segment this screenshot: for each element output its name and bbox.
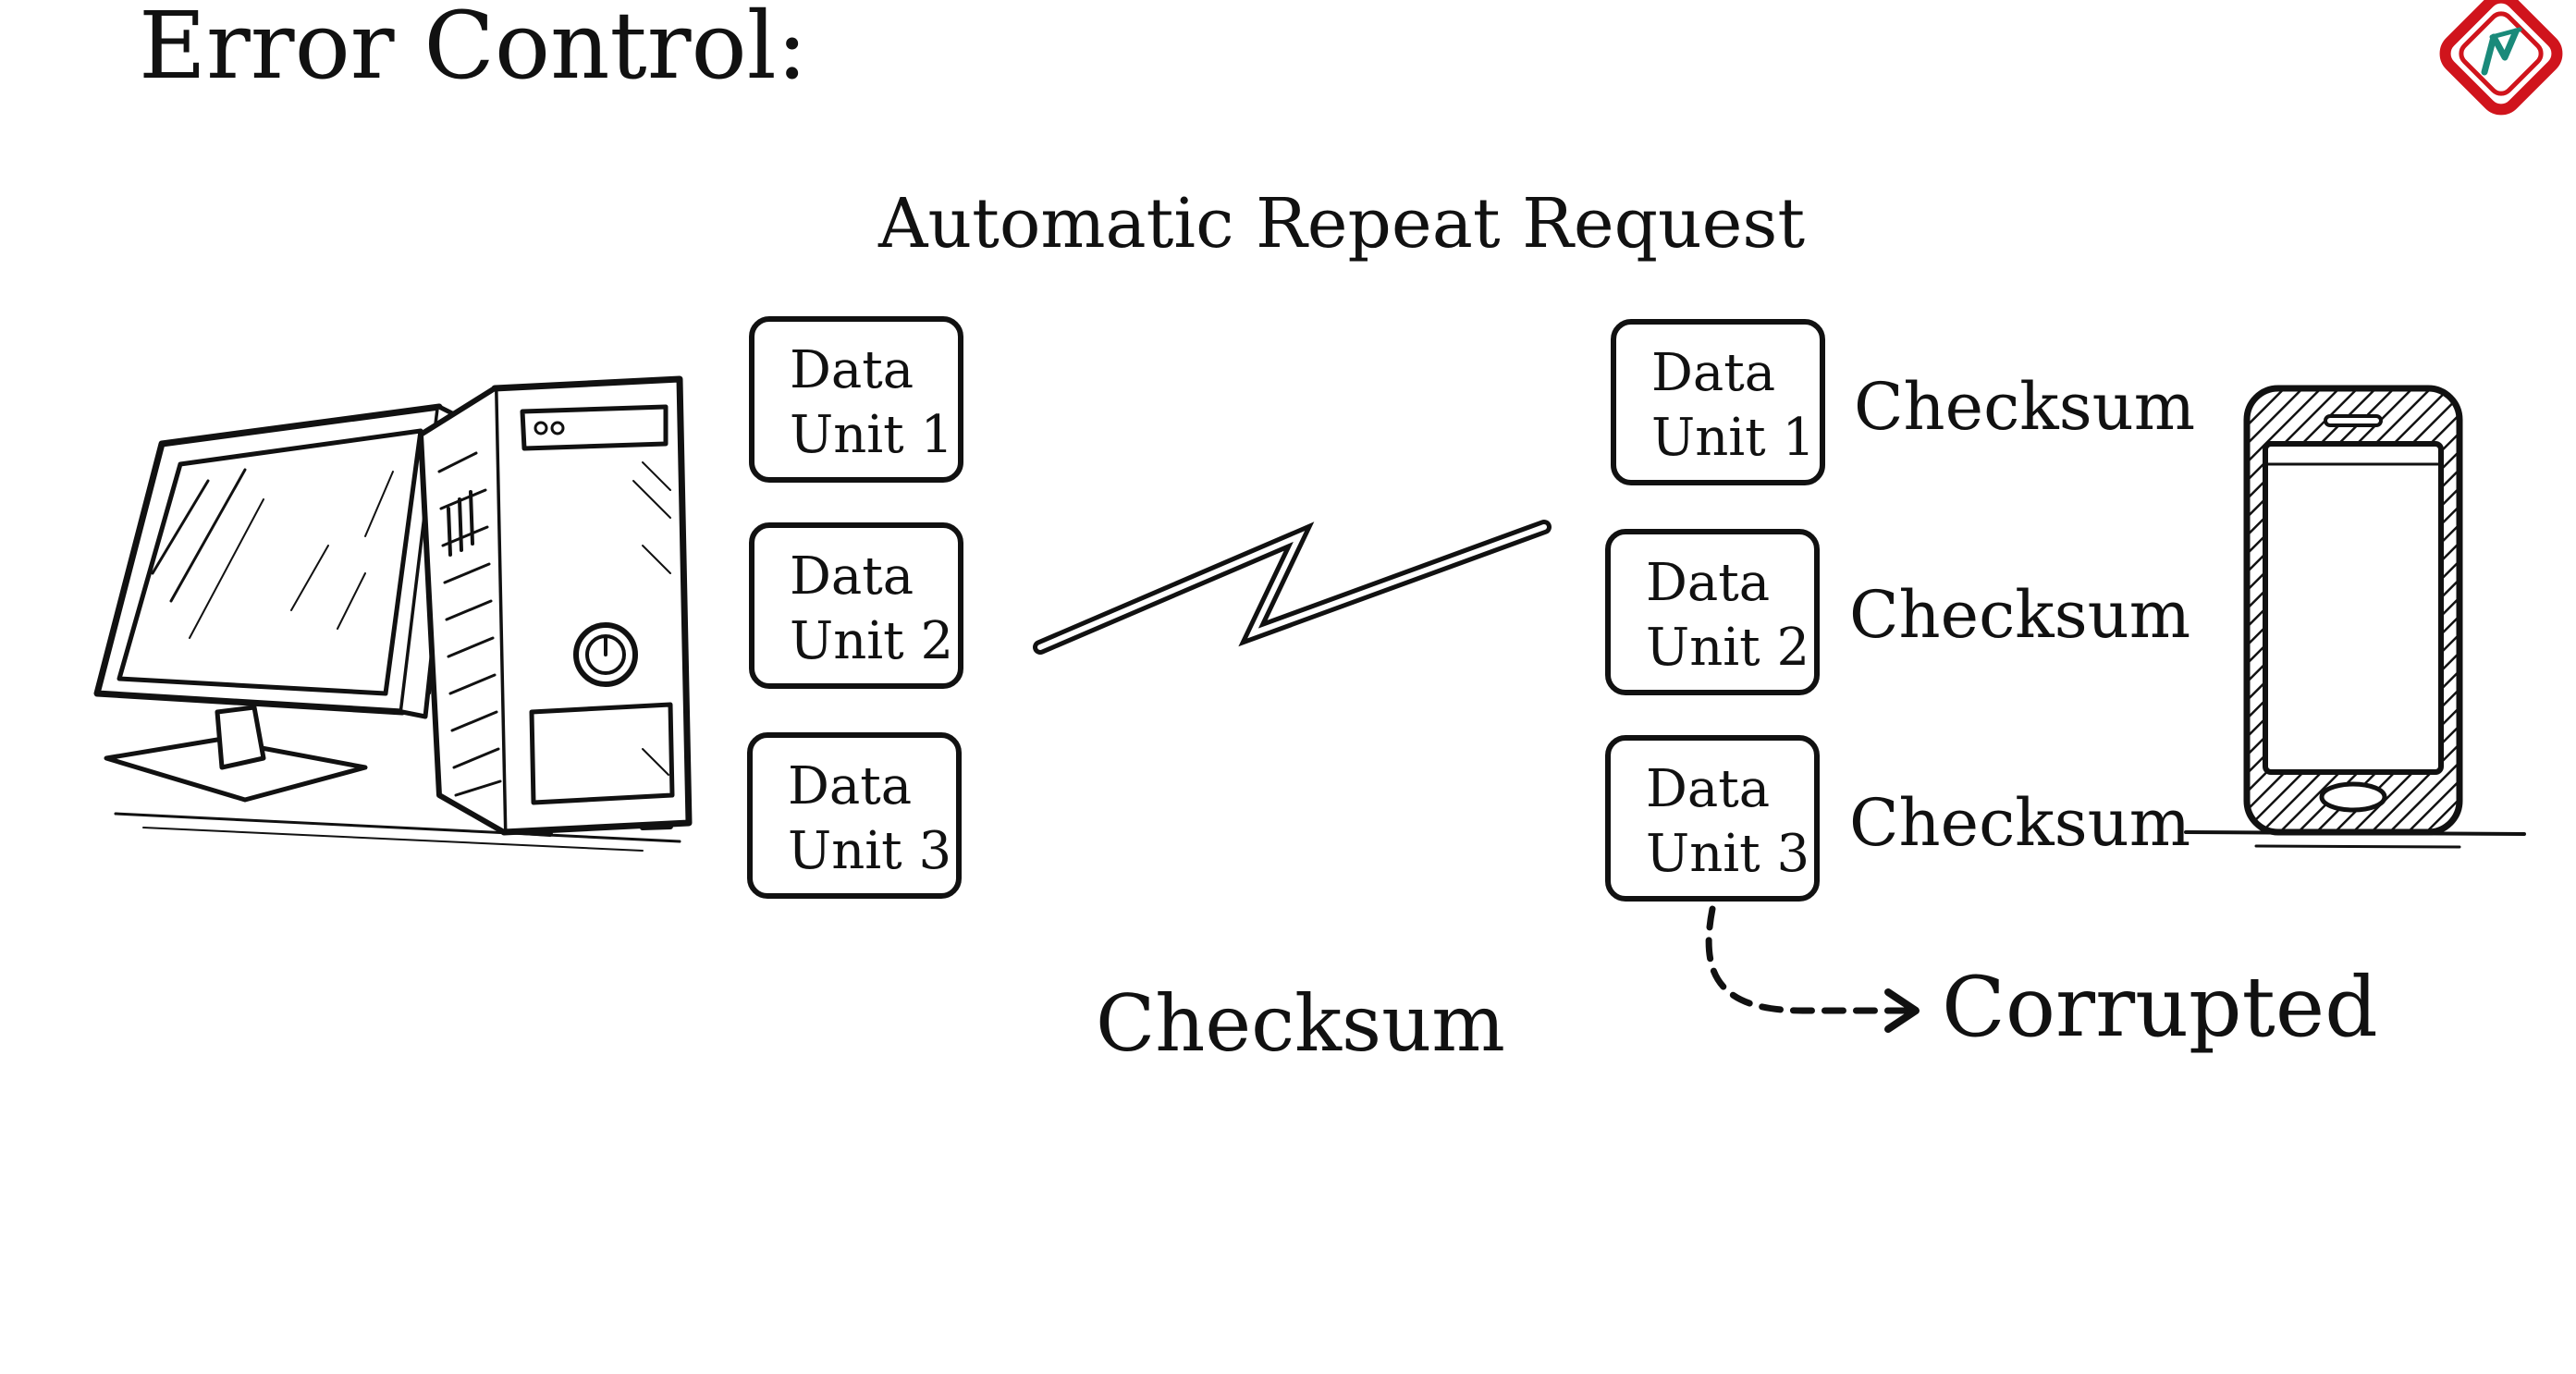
receiver-unit-3-line1: Data xyxy=(1646,759,1771,819)
sender-unit-3-line1: Data xyxy=(788,756,913,816)
receiver-unit-3-line2: Unit 3 xyxy=(1646,824,1810,884)
sender-data-unit-2: Data Unit 2 xyxy=(749,522,963,689)
sender-data-unit-1: Data Unit 1 xyxy=(749,316,963,483)
diagram-subtitle: Automatic Repeat Request xyxy=(878,184,1806,264)
smartphone-icon xyxy=(2184,385,2526,849)
receiver-unit-1-line1: Data xyxy=(1651,343,1776,403)
receiver-unit-3-checksum: Checksum xyxy=(1849,785,2191,861)
transmission-checksum-label: Checksum xyxy=(1096,978,1505,1069)
sender-unit-1-line2: Unit 1 xyxy=(790,405,954,465)
receiver-unit-1-checksum: Checksum xyxy=(1854,369,2196,445)
sender-unit-2-line2: Unit 2 xyxy=(790,611,954,671)
receiver-unit-2-line2: Unit 2 xyxy=(1646,618,1810,678)
dashed-arrow-icon xyxy=(1705,905,1920,1033)
sender-unit-2-line1: Data xyxy=(790,546,914,607)
receiver-unit-2-checksum: Checksum xyxy=(1849,577,2191,653)
receiver-unit-2-line1: Data xyxy=(1646,553,1771,613)
lightning-link-icon xyxy=(1033,520,1552,655)
receiver-data-unit-1: Data Unit 1 xyxy=(1611,319,1825,485)
sender-unit-3-line2: Unit 3 xyxy=(788,821,952,881)
sender-data-unit-3: Data Unit 3 xyxy=(747,732,962,899)
desktop-computer-icon xyxy=(93,375,693,852)
page-title: Error Control: xyxy=(139,0,808,100)
sender-unit-1-line1: Data xyxy=(790,340,914,400)
receiver-unit-1-line2: Unit 1 xyxy=(1651,408,1816,468)
corrupted-status-label: Corrupted xyxy=(1942,959,2378,1056)
receiver-data-unit-2: Data Unit 2 xyxy=(1605,529,1820,695)
channel-logo-icon xyxy=(2439,0,2563,116)
receiver-data-unit-3: Data Unit 3 xyxy=(1605,735,1820,902)
